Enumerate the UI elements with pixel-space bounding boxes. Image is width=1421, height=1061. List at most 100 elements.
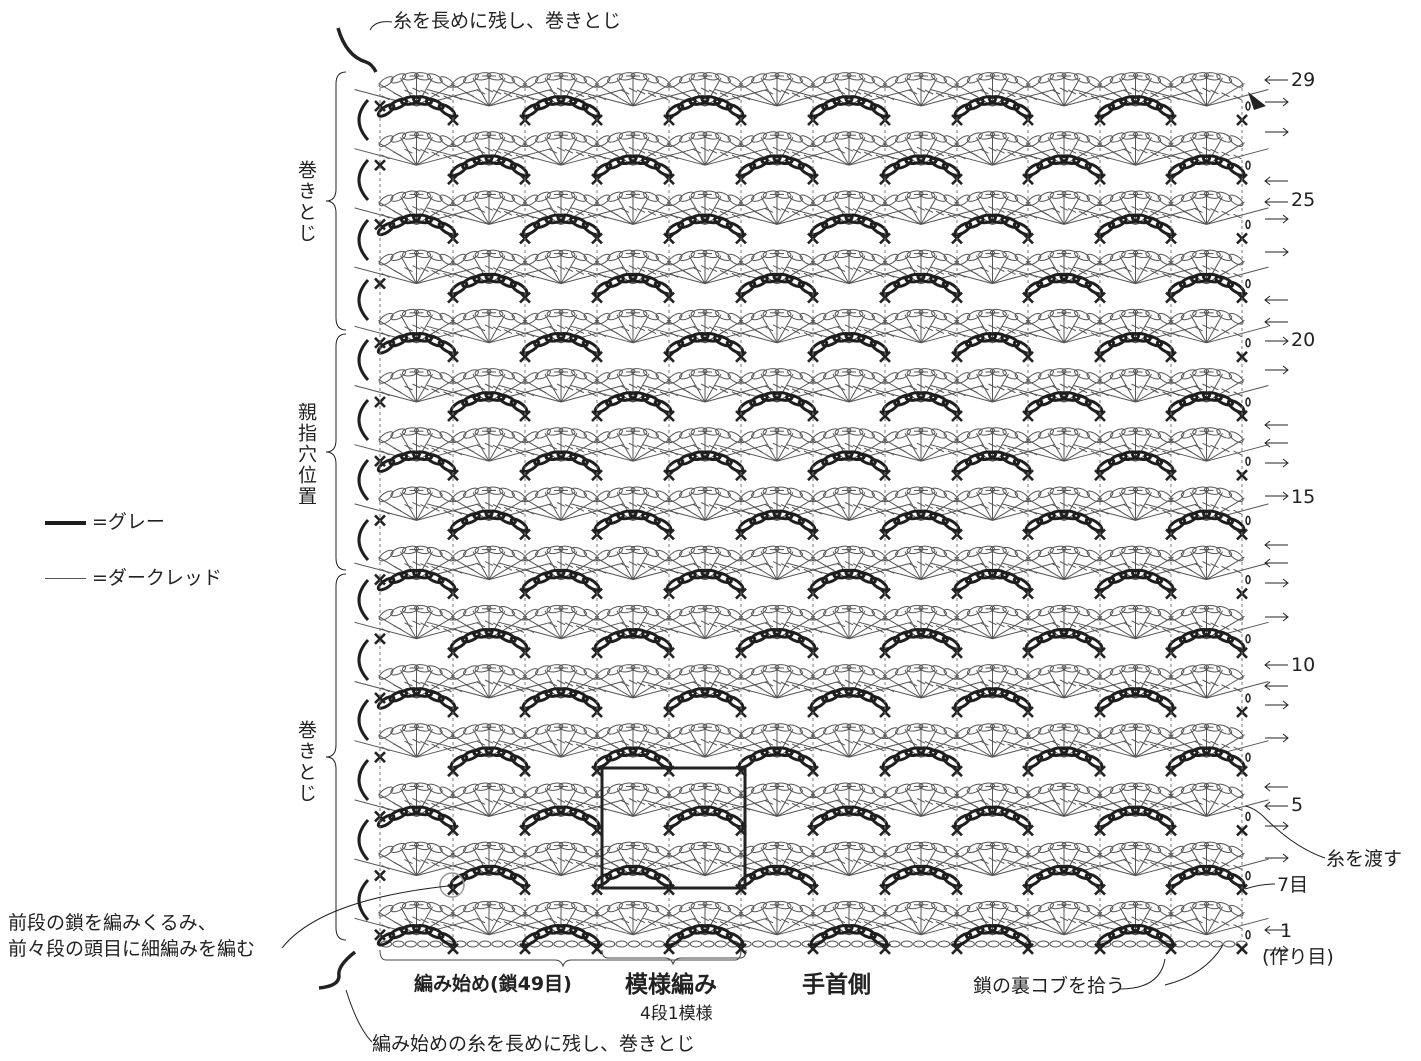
chain-arc-gray: [1059, 509, 1081, 521]
chain-arc-gray: [628, 272, 650, 284]
shell-fan: [636, 89, 646, 95]
chain-arc-red: [1074, 724, 1090, 735]
chain-arc-red: [1157, 76, 1173, 88]
shell-fan: [515, 154, 525, 160]
shell-fan: [764, 267, 774, 273]
left-edge-loop: [357, 758, 370, 802]
shell-fan: [885, 628, 895, 633]
chain-arc-red: [787, 310, 803, 321]
chain-arc-red: [834, 604, 852, 614]
chain-arc-red: [618, 486, 636, 495]
chain-arc-red: [846, 545, 864, 555]
shell-fan: [1131, 442, 1140, 448]
shell-fan: [957, 450, 966, 456]
chain-arc-red: [1074, 902, 1090, 913]
shell-fan: [537, 802, 547, 808]
shell-fan: [1100, 95, 1109, 101]
shell-fan: [525, 805, 535, 811]
chain-arc-red: [1228, 786, 1244, 799]
chain-arc-gray: [976, 687, 997, 698]
chain-arc-red: [751, 487, 767, 498]
chain-arc-red: [1145, 842, 1162, 854]
shell-fan: [980, 148, 989, 154]
single-crochet-mark: [879, 824, 891, 837]
chain-arc-gray: [1012, 458, 1032, 473]
shell-fan: [844, 205, 854, 211]
chain-arc-gray: [388, 334, 409, 348]
chain-arc-red: [871, 312, 887, 325]
chain-arc-gray: [1143, 97, 1164, 111]
shell-fan: [1112, 447, 1121, 453]
chain-arc-red: [823, 606, 839, 617]
shell-fan: [1150, 684, 1159, 690]
shell-fan: [1051, 385, 1061, 391]
chain-arc-red: [546, 486, 564, 495]
shell-fan: [935, 269, 945, 275]
chain-arc-red: [846, 190, 864, 199]
chain-arc-gray: [556, 923, 578, 935]
shell-fan: [556, 324, 566, 330]
shell-fan: [1221, 921, 1230, 926]
chain-arc-red: [1157, 904, 1173, 917]
chain-arc-red: [474, 308, 492, 318]
shell-fan: [772, 738, 782, 744]
shell-fan: [700, 442, 710, 448]
shell-fan: [587, 864, 597, 870]
chain-arc-red: [679, 546, 695, 558]
shell-fan: [908, 859, 918, 865]
chain-arc-gray: [760, 154, 782, 166]
chain-arc-gray: [641, 156, 661, 170]
shell-fan: [1100, 687, 1109, 693]
shell-fan: [1131, 87, 1140, 93]
chain-arc-red: [1061, 900, 1079, 910]
chain-arc-gray: [1119, 805, 1140, 817]
shell-fan: [564, 859, 574, 865]
chain-arc-gray: [929, 748, 949, 762]
chain-arc-gray: [1096, 576, 1116, 592]
start-label: 編み始め(鎖49目): [414, 973, 572, 995]
shell-fan: [875, 864, 885, 870]
shell-fan: [476, 799, 486, 805]
chain-arc-red: [751, 902, 767, 913]
chain-arc-red: [690, 308, 708, 318]
shell-fan: [659, 746, 669, 752]
shell-fan: [503, 684, 513, 690]
shell-fan: [484, 324, 494, 330]
shell-fan: [780, 681, 790, 687]
shell-fan: [1221, 92, 1230, 98]
shell-fan: [935, 506, 945, 512]
chain-arc-red: [1192, 604, 1210, 614]
chain-arc-red: [751, 665, 767, 676]
chain-arc-gray: [1000, 97, 1021, 111]
shell-fan: [587, 154, 597, 160]
chain-arc-red: [583, 490, 599, 503]
single-crochet-mark: [663, 410, 675, 422]
shell-fan: [575, 269, 585, 275]
chain-arc-gray: [904, 627, 926, 639]
chain-arc-red: [727, 312, 743, 325]
shell-fan: [1019, 450, 1028, 456]
chain-arc-red: [426, 842, 443, 854]
chain-arc-red: [1049, 131, 1067, 140]
chain-arc-red: [499, 902, 515, 913]
shell-fan: [525, 746, 535, 752]
chain-arc-red: [918, 545, 936, 555]
shell-fan: [620, 267, 630, 273]
chain-arc-gray: [593, 754, 613, 769]
shell-fan: [431, 506, 440, 512]
chain-arc-gray: [1084, 162, 1104, 177]
shell-fan: [609, 506, 619, 512]
chain-arc-red: [630, 604, 648, 614]
shell-fan: [628, 738, 638, 744]
shell-fan: [620, 918, 630, 924]
chain-arc-gray: [797, 280, 817, 296]
row-arrow-left: [1264, 197, 1271, 207]
chain-arc-red: [474, 841, 492, 851]
shell-fan: [731, 924, 741, 929]
chain-arc-gray: [1072, 867, 1092, 881]
shell-fan: [636, 799, 646, 805]
chain-arc-red: [1061, 427, 1079, 436]
chain-arc-red: [618, 131, 636, 140]
shell-fan: [1171, 509, 1180, 515]
edge-chain: [1245, 278, 1251, 289]
